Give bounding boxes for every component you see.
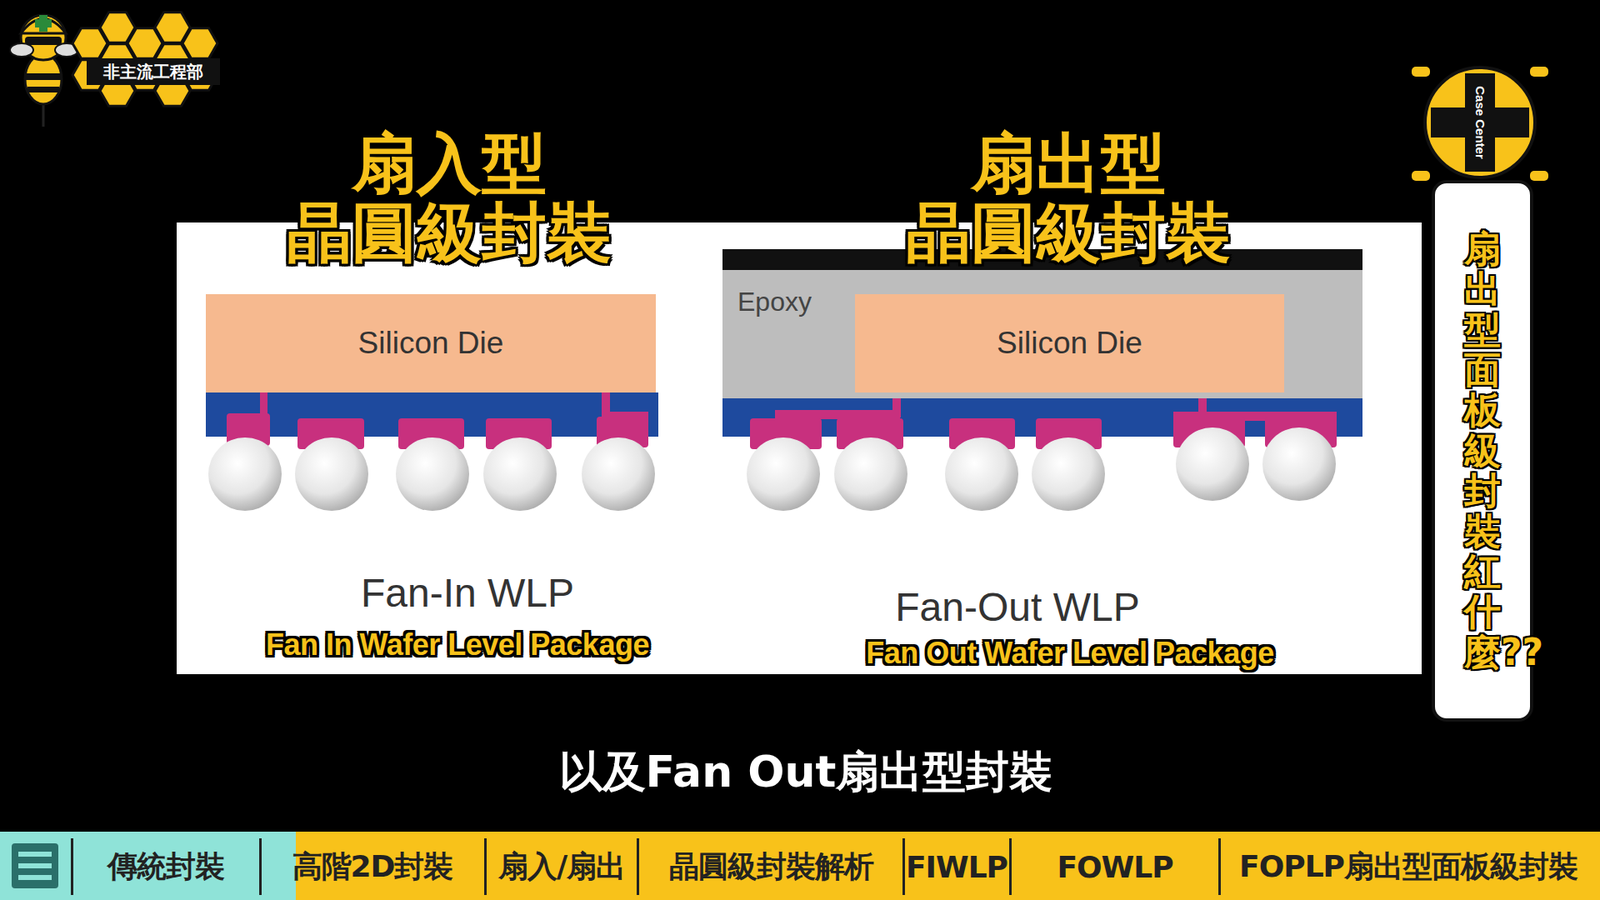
chapter-bar-part <box>1009 838 1012 895</box>
fan-out-package-part <box>1031 437 1105 511</box>
fan-in-package-part <box>581 437 655 511</box>
chapter-bar-part <box>18 863 52 869</box>
chapter-item: 高階2D封裝 <box>292 846 454 888</box>
fan-out-package <box>722 249 1363 511</box>
section-title: 晶圓級封裝 <box>286 200 612 265</box>
chapter-bar-part <box>18 851 52 857</box>
fan-out-package-part <box>834 437 908 511</box>
chapter-item: 扇入/扇出 <box>498 846 625 888</box>
part-name: Silicon Die <box>996 325 1143 361</box>
channel-logo-part <box>27 86 60 93</box>
package-full-name: Fan Out Wafer Level Package <box>865 635 1274 671</box>
vertical-title: 扇出型面板級封裝紅什麼?? <box>1464 229 1501 673</box>
chapter-item: FOPLP扇出型面板級封裝 <box>1239 846 1578 888</box>
channel-logo <box>10 12 220 127</box>
channel-logo-part <box>25 73 61 80</box>
case-center-badge-part <box>1530 66 1549 77</box>
chapter-item: 晶圓級封裝解析 <box>669 846 874 888</box>
chapter-bar-part <box>0 831 1600 900</box>
part-name: Silicon Die <box>358 325 505 361</box>
silicon-die: Silicon Die <box>205 294 656 393</box>
diagram-panel <box>176 222 1422 675</box>
chapter-item: 傳統封裝 <box>107 846 225 888</box>
fan-out-package-part <box>775 410 900 420</box>
case-center-badge-part <box>1530 170 1549 181</box>
chapter-bar-part <box>484 838 487 895</box>
section-title: 扇入型 <box>351 130 547 196</box>
chapter-bar <box>0 831 1600 900</box>
chapter-item: FOWLP <box>1056 850 1173 885</box>
case-center-badge-part <box>1425 67 1535 178</box>
badge-text: Case Center <box>1473 85 1488 160</box>
package-full-name: Fan In Wafer Level Package <box>265 627 650 663</box>
fan-in-package-part <box>395 437 470 511</box>
case-center-badge-part <box>1411 66 1430 77</box>
channel-logo-part <box>25 36 62 45</box>
fan-in-package <box>205 392 659 511</box>
section-title: 晶圓級封裝 <box>905 200 1231 265</box>
package-name: Fan-In WLP <box>360 570 575 616</box>
case-center-badge-part <box>1411 170 1430 181</box>
silicon-die: Silicon Die <box>855 294 1285 393</box>
fan-in-package-part <box>208 437 282 511</box>
fan-in-package-part <box>483 437 557 511</box>
logo-plate <box>86 58 220 85</box>
chapter-item: FIWLP <box>905 850 1008 885</box>
chapter-bar-part <box>18 875 52 880</box>
channel-logo-part <box>35 19 52 28</box>
fan-in-package-part <box>295 437 369 511</box>
chapter-bar-part <box>636 838 640 895</box>
section-title: 扇出型 <box>970 130 1166 196</box>
vertical-title-badge: 扇出型面板級封裝紅什麼?? <box>1431 180 1534 722</box>
fan-out-package-part <box>1262 427 1336 501</box>
subtitle-caption: 以及Fan Out扇出型封裝 <box>559 743 1054 802</box>
package-name: Fan-Out WLP <box>895 584 1140 630</box>
chapter-bar-part <box>0 831 296 900</box>
chapter-bar-part <box>259 838 262 895</box>
channel-logo-part <box>25 54 62 105</box>
chapter-bar-part <box>70 838 74 895</box>
chapter-bar-part <box>11 843 59 889</box>
part-name: Epoxy <box>737 286 812 318</box>
fan-out-package-part <box>1175 427 1250 501</box>
case-center-badge <box>1411 66 1549 181</box>
fan-out-package-part <box>746 437 820 511</box>
channel-name: 非主流工程部 <box>103 60 204 84</box>
chapter-bar-part <box>1218 838 1221 895</box>
fan-out-package-part <box>945 437 1019 511</box>
channel-logo-part <box>10 43 34 57</box>
chapter-bar-part <box>902 838 905 895</box>
epoxy-mold: EpoxySilicon Die <box>722 270 1363 399</box>
